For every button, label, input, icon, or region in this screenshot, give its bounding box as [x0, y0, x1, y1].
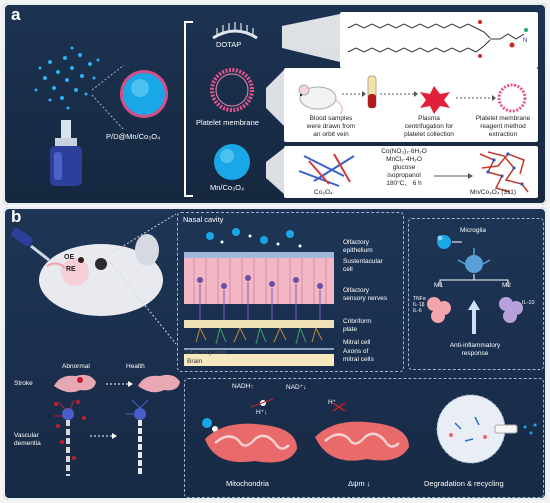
nadh-label: NADH↑: [232, 383, 254, 390]
microglia-diagram: [427, 235, 523, 334]
zoom-lines-b: [109, 213, 177, 345]
platelet-method-text: Platelet membrane reagent method extract…: [475, 115, 531, 138]
nad-label: NAD⁺↓: [286, 384, 307, 391]
cribriform-label: Cribriform plate: [343, 318, 372, 333]
callout-arrow-platelet: [266, 70, 284, 126]
axons-label: Axons of mitral cells: [343, 348, 374, 363]
nasal-spray-illustration: [34, 46, 100, 186]
re-label: RE: [66, 266, 76, 273]
reagent: glucose: [392, 164, 416, 171]
mitochondria-diagram: [202, 394, 537, 464]
zoom-lines-a: [91, 64, 125, 131]
nasal-cavity-label: Nasal cavity: [183, 215, 224, 224]
brain-label: Brain: [187, 358, 203, 365]
mitochondria-frame: [184, 378, 544, 498]
panel-a-letter: a: [11, 5, 21, 24]
mitochondria-label: Mitochondria: [226, 479, 269, 488]
dotap-label: DOTAP: [216, 40, 242, 49]
nanoparticle-label: P/D@Mn/Co₃O₄: [106, 132, 161, 141]
plasma-text: Plasma centrifugation for platelet colle…: [404, 115, 454, 138]
h-plus-label-2: H⁺: [328, 399, 337, 406]
nanoparticle-icon: [120, 70, 168, 118]
reagent: Co(NO₃)₂·6H₂O: [381, 148, 427, 155]
mnco-synthesis: [298, 151, 529, 193]
dotap-structure: N: [347, 20, 528, 58]
nasal-cavity-frame: [177, 212, 404, 372]
panel-b-letter: b: [11, 207, 22, 226]
platelet-label: Platelet membrane: [196, 118, 259, 127]
co3o4-label: Co₃O₄: [314, 189, 333, 196]
abnormal-label: Abnormal: [62, 363, 90, 370]
blood-text: Blood samples were drawn from an orbit v…: [306, 115, 356, 138]
callout-arrow-dotap: [282, 14, 340, 62]
m2-cytokines: IL-10: [522, 300, 535, 306]
dotap-icon: [212, 22, 258, 40]
bracket: [184, 21, 193, 197]
reagent: 180°C、 6 h: [386, 180, 422, 187]
olfactory-tissue: [184, 228, 334, 366]
oe-label: OE: [64, 254, 75, 261]
mitral-label: Mitral cell: [343, 339, 371, 346]
stroke-label: Stroke: [14, 380, 33, 387]
sustentacular-label: Sustentacular cell: [343, 258, 383, 273]
anti-inflammatory-label: Anti-inflammatory response: [449, 342, 501, 357]
reagent: MnCl₂·4H₂O: [386, 156, 422, 163]
reagent-list: Co(NO₃)₂·6H₂O MnCl₂·4H₂O glucose isoprop…: [372, 148, 436, 188]
vascular-dementia-label: Vascular dementia: [14, 432, 41, 447]
mnco-particle-icon: [214, 144, 250, 180]
health-label: Health: [126, 363, 145, 370]
mnco-label: Mn/Co₃O₄: [210, 183, 245, 192]
mouse-head-illustration: [11, 227, 163, 316]
platelet-process: [298, 75, 527, 115]
dotap-structure-box: [340, 12, 538, 68]
microglia-frame: [408, 218, 544, 370]
olfactory-sensory-label: Olfactory sensory nerves: [343, 287, 388, 302]
brain-comparison: [54, 374, 180, 393]
m1-cytokines: TNFα IL-1β IL-6: [413, 296, 426, 314]
degradation-label: Degradation & recycling: [424, 479, 504, 488]
reagent: isopropanol: [387, 172, 421, 179]
m2-label: M2: [502, 282, 512, 289]
neuron-comparison: [54, 399, 149, 476]
delta-psi-label: Δψm ↓: [348, 479, 371, 488]
h-plus-label-1: H⁺↓: [256, 409, 268, 416]
product-label: Mn/Co₃O₄ (311): [470, 189, 516, 196]
microglia-label: Microglia: [460, 227, 487, 234]
olfactory-bulb-label: Olfactory bulb: [186, 349, 227, 356]
svg-text:N: N: [523, 38, 527, 44]
callout-arrow-mnco: [266, 148, 284, 194]
platelet-membrane-icon: [210, 68, 254, 112]
olfactory-epithelium-label: Olfactory epithelium: [343, 239, 373, 254]
m1-label: M1: [434, 282, 444, 289]
